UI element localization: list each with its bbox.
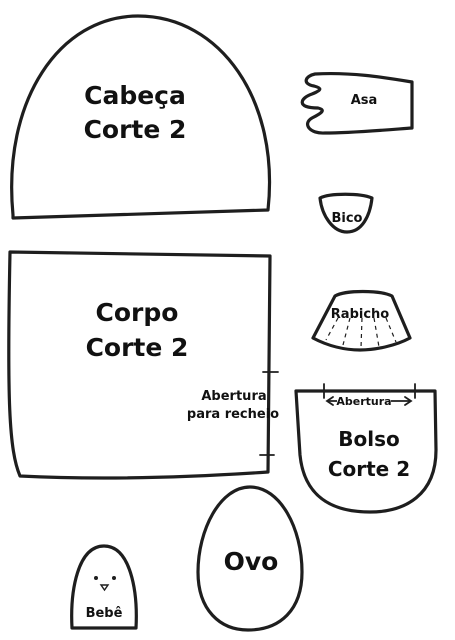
ovo-label: Ovo: [224, 547, 279, 576]
bebe-right-eye: [112, 576, 116, 580]
ovo-outline: [196, 485, 304, 632]
corpo-outline: [7, 250, 272, 480]
corpo-label: Corpo: [96, 298, 179, 327]
corpo-piece: Corpo Corte 2 Abertura para recheio: [7, 250, 279, 480]
bolso-piece: Abertura Bolso Corte 2: [294, 383, 438, 514]
bolso-arrow-right: [404, 396, 413, 406]
bolso-outline: [294, 389, 438, 514]
cabeca-piece: Cabeça Corte 2: [10, 14, 272, 220]
corpo-cut-label: Corte 2: [86, 333, 189, 362]
ovo-piece: Ovo: [196, 485, 304, 632]
asa-label: Asa: [351, 93, 378, 108]
bebe-outline: [70, 544, 138, 630]
cabeca-outline: [10, 14, 272, 220]
rabicho-outline: [311, 289, 412, 352]
bico-outline: [318, 192, 374, 234]
bico-label: Bico: [331, 211, 362, 226]
asa-piece: Asa: [300, 71, 414, 135]
rabicho-fold-4: [373, 317, 380, 348]
bolso-label: Bolso: [338, 427, 399, 451]
bebe-piece: Bebê: [70, 544, 138, 630]
bolso-label-backdrop: [337, 394, 391, 407]
corpo-opening-label-2: para recheio: [187, 407, 279, 422]
corpo-opening-label-1: Abertura: [201, 389, 266, 404]
rabicho-piece: Rabicho: [311, 289, 412, 352]
bico-piece: Bico: [318, 192, 374, 234]
bebe-beak: [99, 584, 110, 592]
cabeca-label: Cabeça: [84, 81, 186, 110]
rabicho-fold-3: [360, 317, 363, 349]
bolso-opening-label: Abertura: [336, 395, 391, 408]
bolso-cut-label: Corte 2: [328, 457, 410, 481]
bebe-left-eye: [94, 576, 98, 580]
rabicho-label: Rabicho: [331, 307, 390, 322]
bebe-label: Bebê: [86, 606, 123, 621]
cabeca-cut-label: Corte 2: [84, 115, 187, 144]
asa-outline: [300, 71, 414, 135]
rabicho-fold-2: [342, 317, 351, 346]
bolso-arrow-left: [325, 396, 334, 406]
